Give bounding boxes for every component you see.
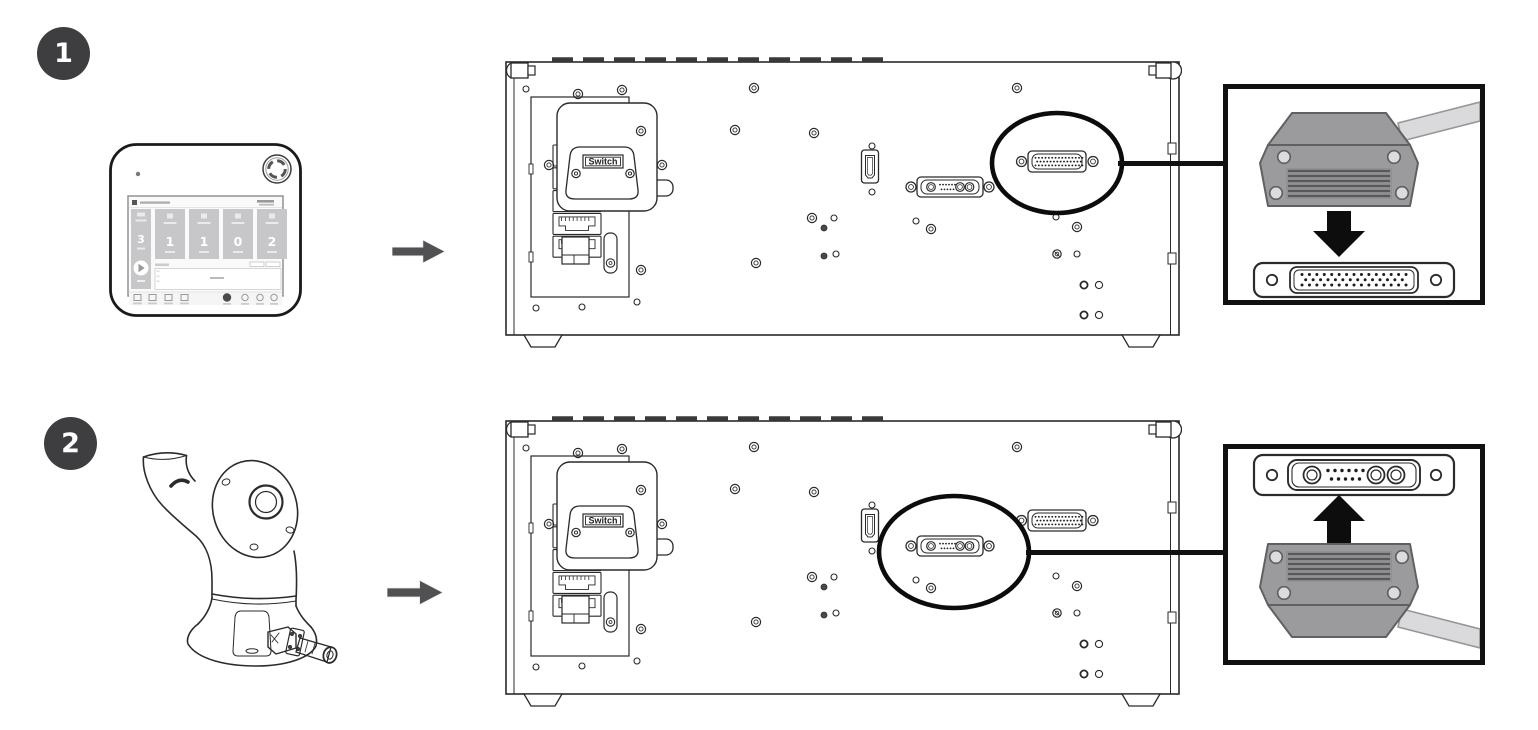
robot-connector bbox=[905, 176, 995, 198]
power-switch: Switch bbox=[556, 461, 674, 571]
robot-connector bbox=[905, 535, 995, 557]
svg-text:3: 3 bbox=[137, 233, 145, 246]
step-2-badge: 2 bbox=[44, 417, 97, 470]
robot-arm-illustration bbox=[138, 448, 343, 678]
svg-text:0: 0 bbox=[234, 234, 243, 249]
emergency-stop-button bbox=[262, 154, 292, 184]
robot-cable-connector bbox=[267, 626, 338, 664]
arrow-up-icon bbox=[1313, 495, 1365, 543]
cable bbox=[1397, 101, 1480, 142]
power-switch: Switch bbox=[556, 102, 674, 212]
svg-text:1: 1 bbox=[166, 234, 175, 249]
flow-arrow-icon bbox=[387, 576, 444, 609]
connector-detail-box-2 bbox=[1223, 444, 1485, 665]
callout-line-2 bbox=[1026, 550, 1226, 555]
connector-detail-box-1 bbox=[1223, 84, 1485, 305]
status-led bbox=[135, 171, 141, 177]
cable-plug bbox=[1259, 101, 1480, 207]
controller-rear-panel-2: Switch bbox=[504, 415, 1182, 709]
hdmi-port bbox=[860, 149, 880, 184]
callout-line-1 bbox=[1118, 161, 1226, 166]
panel-screws bbox=[522, 441, 1104, 679]
teach-pendant-illustration: 3 1 1 0 2 bbox=[108, 142, 303, 318]
robot-base-drawing bbox=[142, 452, 338, 667]
svg-text:2: 2 bbox=[268, 234, 277, 249]
pendant-port-receptacle bbox=[1252, 261, 1456, 299]
robot-plug-detail bbox=[1228, 449, 1480, 660]
switch-label: Switch bbox=[588, 157, 617, 167]
svg-text:1: 1 bbox=[200, 234, 209, 249]
switch-label: Switch bbox=[588, 516, 617, 526]
robot-port-receptacle bbox=[1252, 453, 1456, 497]
hdmi-port bbox=[860, 508, 880, 543]
panel-screws bbox=[522, 82, 1104, 320]
pendant-connector bbox=[1015, 509, 1099, 532]
pendant-screen: 3 1 1 0 2 bbox=[127, 195, 287, 305]
pendant-connector bbox=[1015, 150, 1099, 173]
flow-arrow-icon bbox=[392, 238, 446, 265]
arrow-down-icon bbox=[1313, 211, 1365, 257]
controller-rear-panel-1: Switch bbox=[504, 56, 1182, 350]
cable-plug bbox=[1259, 543, 1480, 649]
cable bbox=[1397, 608, 1480, 649]
step-1-badge: 1 bbox=[37, 27, 90, 80]
pendant-plug-detail bbox=[1228, 89, 1480, 300]
